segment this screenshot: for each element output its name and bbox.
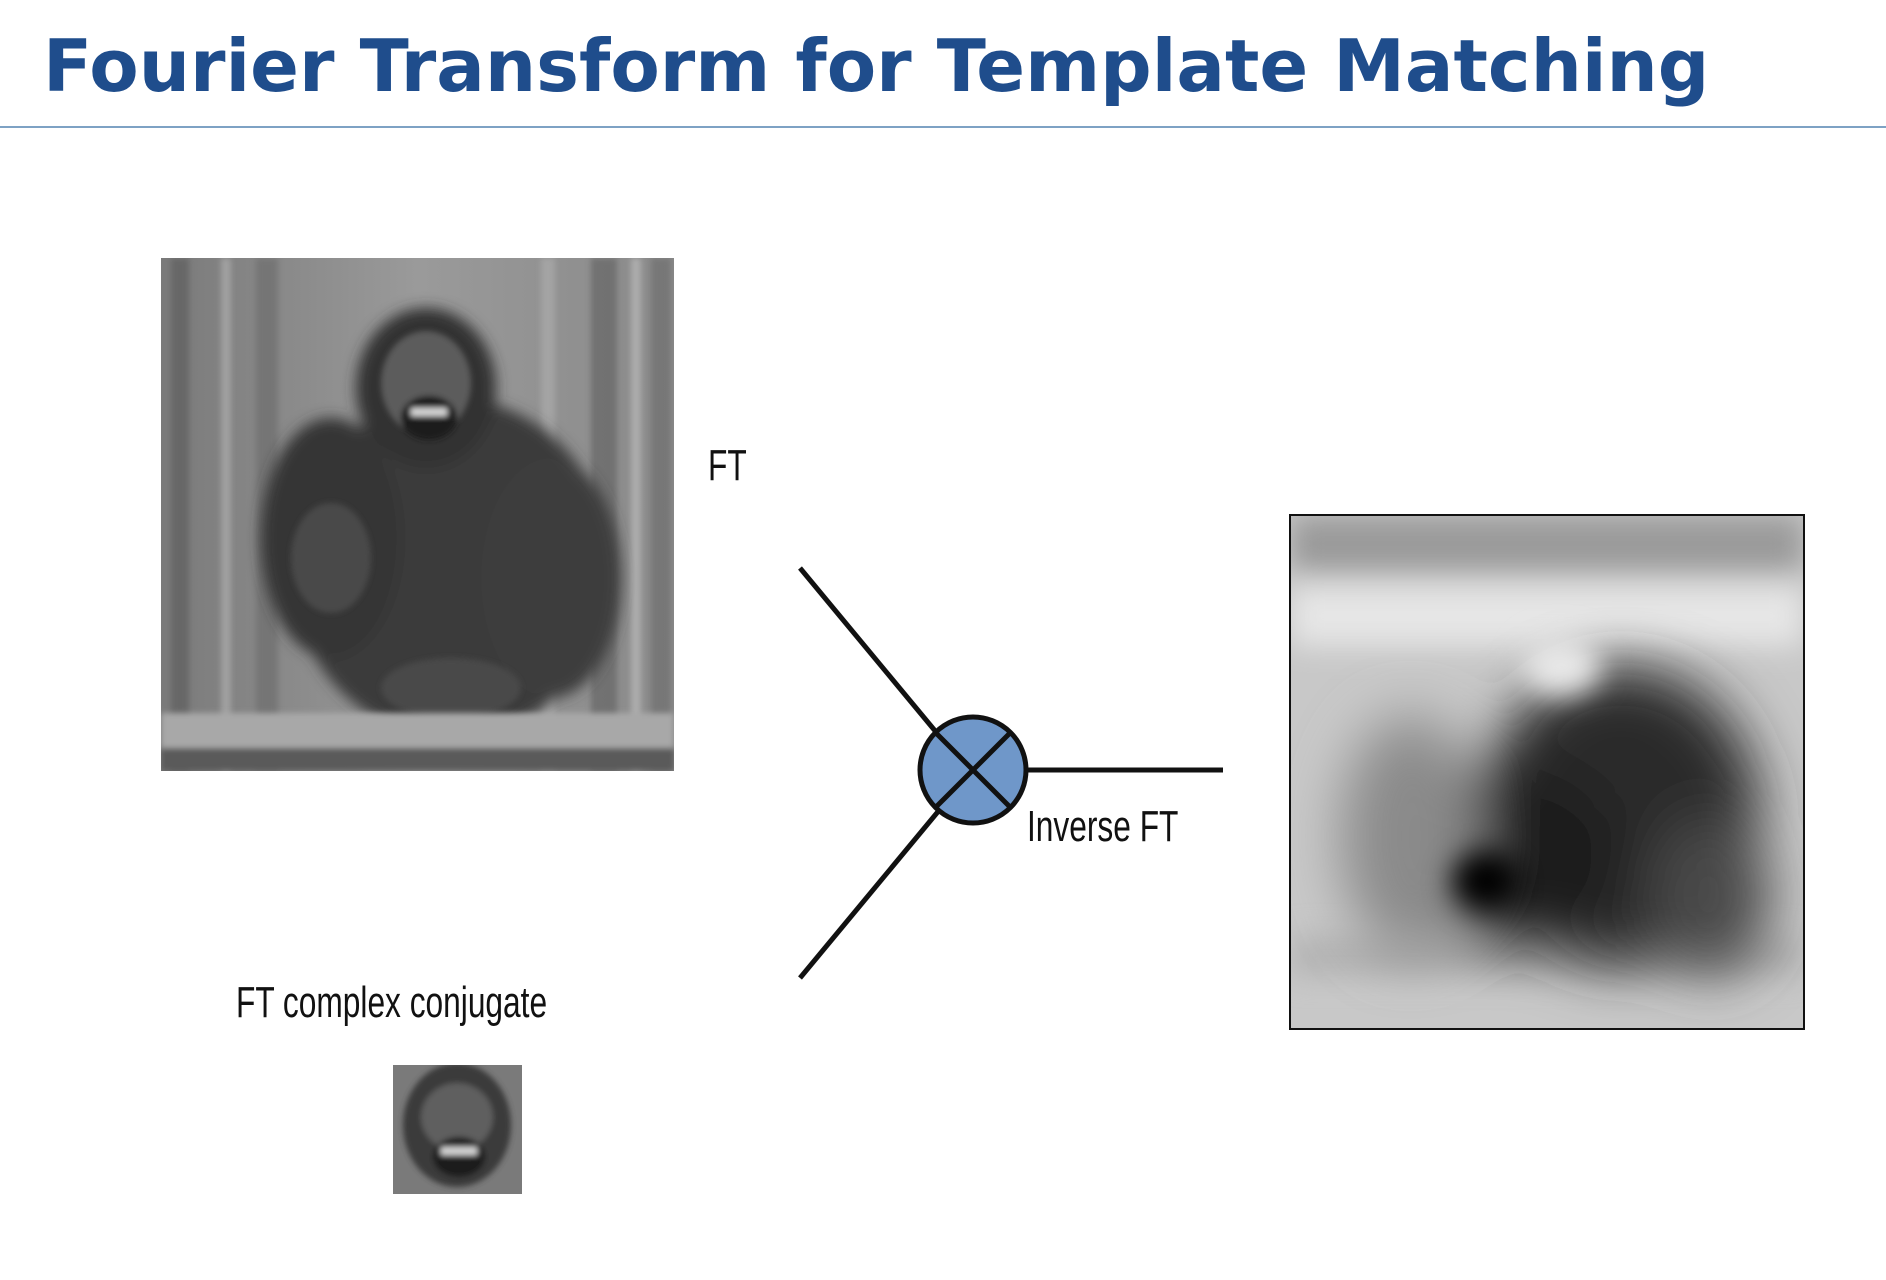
slide-title: Fourier Transform for Template Matching <box>43 24 1710 108</box>
ft-conjugate-label: FT complex conjugate <box>236 978 548 1027</box>
title-divider <box>0 126 1886 128</box>
ft-connector-line <box>798 566 943 740</box>
template-image <box>393 1065 522 1194</box>
source-image <box>161 258 674 771</box>
circled-times-icon <box>917 714 1029 826</box>
result-image <box>1289 514 1805 1030</box>
inverse-ft-label: Inverse FT <box>1027 802 1179 851</box>
conjugate-connector-line <box>798 806 943 980</box>
ft-label: FT <box>708 441 747 490</box>
